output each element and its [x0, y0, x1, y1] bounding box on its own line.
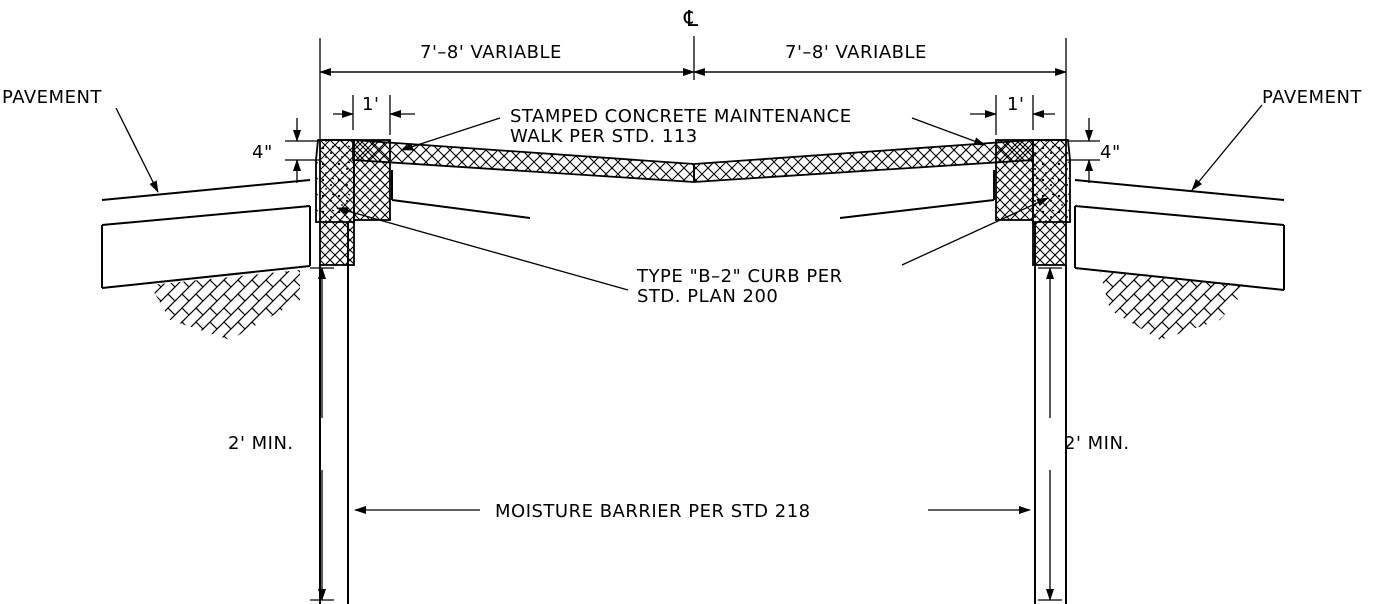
leader-lines [115, 104, 1263, 514]
four-inch-dimensions [285, 118, 1100, 183]
dimension-left-label: 7'–8' VARIABLE [420, 42, 562, 63]
four-inch-right-label: 4" [1100, 142, 1121, 163]
curb-label-line2: STD. PLAN 200 [637, 286, 778, 307]
right-curb [995, 139, 1071, 266]
left-curb [315, 139, 391, 266]
pavement-left-label: PAVEMENT [2, 87, 102, 108]
curb-label-line1: TYPE "B–2" CURB PER [636, 266, 843, 287]
one-foot-right-label: 1' [1007, 94, 1024, 115]
four-inch-left-label: 4" [252, 142, 273, 163]
left-pavement [101, 179, 311, 340]
centerline-symbol: ℄ [683, 7, 699, 32]
right-pavement [1074, 179, 1285, 340]
walk-label-line1: STAMPED CONCRETE MAINTENANCE [510, 106, 852, 127]
maintenance-walk [352, 139, 1034, 219]
two-foot-min-dimensions [310, 267, 1062, 601]
pavement-right-label: PAVEMENT [1262, 87, 1362, 108]
moisture-barrier-label: MOISTURE BARRIER PER STD 218 [495, 501, 811, 522]
one-foot-left-label: 1' [362, 94, 379, 115]
dimension-right-label: 7'–8' VARIABLE [785, 42, 927, 63]
walk-label-line2: WALK PER STD. 113 [510, 126, 698, 147]
moisture-barrier-lines [319, 222, 1067, 604]
min-left-label: 2' MIN. [228, 433, 294, 454]
min-right-label: 2' MIN. [1064, 433, 1130, 454]
